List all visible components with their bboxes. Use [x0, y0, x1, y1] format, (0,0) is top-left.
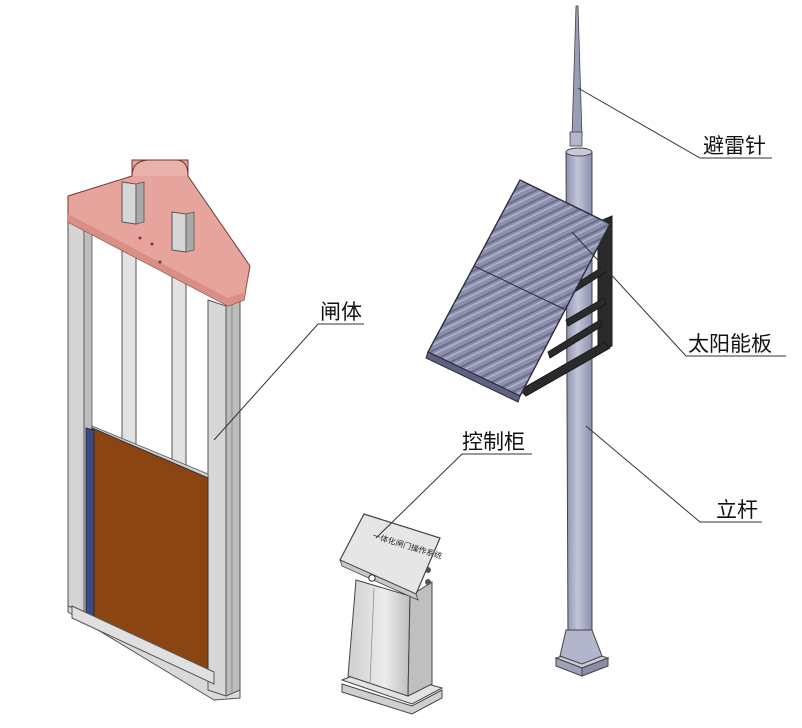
gate-rail-2 [171, 265, 187, 477]
gate-body [67, 159, 251, 701]
pole-assembly [425, 5, 613, 677]
label-solar-panel: 太阳能板 [688, 332, 772, 356]
control-cabinet: 一体化闸门操作系统 [339, 513, 444, 715]
cabinet-indicator-light [368, 574, 376, 582]
callout-lightning-rod [577, 87, 772, 159]
cabinet-base [341, 683, 443, 715]
label-pole: 立杆 [716, 498, 758, 522]
label-lightning-rod: 避雷针 [703, 134, 766, 158]
gate-right-post [207, 299, 227, 697]
gate-stud-right [171, 211, 187, 253]
callout-gate-body [213, 323, 364, 441]
label-gate-body: 闸体 [320, 300, 362, 324]
gate-left-post [67, 221, 85, 613]
lightning-rod [571, 5, 583, 137]
cabinet-body [347, 579, 411, 697]
callout-control-cabinet [375, 453, 532, 539]
cabinet-side-knob-2 [425, 579, 431, 585]
label-control-cabinet: 控制柜 [462, 430, 525, 454]
callout-solar-panel [571, 231, 786, 357]
gate-rail-1 [121, 247, 137, 453]
gate-stud-left [121, 181, 137, 225]
callout-pole [585, 425, 762, 523]
gate-edge-strip [85, 427, 95, 621]
labels: 避雷针 太阳能板 闸体 控制柜 立杆 [320, 134, 772, 522]
callout-lines [213, 87, 786, 539]
